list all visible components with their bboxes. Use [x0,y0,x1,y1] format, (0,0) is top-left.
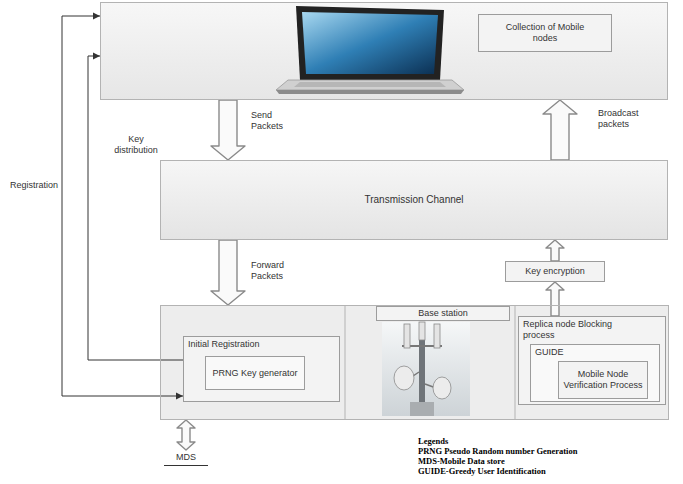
node-text: GUIDE [535,347,655,358]
edge-label: Broadcast packets [598,108,650,130]
node-text: Initial Registration [188,339,335,350]
label-holder: Forward Packets [251,260,297,282]
label-holder: Broadcast packets [598,108,650,130]
equipment-cabinet [410,402,434,416]
panel-divider [515,305,516,420]
connector [177,420,195,450]
connector [211,240,245,305]
node-text: Replica node Blocking process [523,319,633,341]
process-box: PRNG Key generator [205,356,305,390]
connector [543,100,577,160]
edge-label: Forward Packets [251,260,297,282]
process-box: Mobile Node Verification Process [558,361,648,399]
connector [211,100,245,160]
laptop-bezel [296,6,444,80]
laptop-base [276,80,464,90]
panel-fill [160,305,668,420]
legend-heading: Legends [418,436,448,446]
panel-fill [100,2,668,100]
block-arrow [211,240,245,305]
panel-divider [345,305,346,420]
base-station-photo [382,322,470,416]
label-holder: Registration [10,180,58,191]
block-arrow [543,100,577,160]
label-holder: Key distribution [108,134,164,156]
edge-label: Registration [10,180,58,191]
group-box: Initial RegistrationPRNG Key generator [183,336,340,402]
system-panel: Initial RegistrationPRNG Key generator Ba… [160,305,669,420]
laptop-keyboard [294,82,446,87]
mobile-panel: Collection of Mobile nodes [100,2,668,100]
channel-band: Transmission Channel [160,160,668,240]
node-text: Key encryption [525,266,585,277]
photo-sky [382,322,470,416]
edge-label: Send Packets [251,110,295,132]
process-box: Collection of Mobile nodes [478,14,612,52]
legend-note: MDS-Mobile Data store [418,456,505,466]
data-store: MDS [164,450,208,466]
label-holder: MDS-Mobile Data store [418,456,505,466]
node-text: Collection of Mobile nodes [498,22,593,44]
laptop-lip [276,90,464,94]
node-text: Transmission Channel [364,194,463,206]
connector [546,240,564,261]
arrow-head [93,53,100,60]
node-text: PRNG Key generator [212,368,297,379]
antenna-panel [404,324,410,348]
edge-label: Key distribution [108,134,164,156]
laptop-illustration [276,6,464,94]
block-arrow [546,282,564,316]
microwave-dish [394,366,414,390]
antenna-panel [419,322,425,340]
legend-note: PRNG Pseudo Random number Generation [418,446,577,456]
block-arrow [177,420,195,450]
arrow-head [176,393,183,400]
label-holder: PRNG Pseudo Random number Generation [418,446,577,456]
label-holder: Legends [418,436,448,446]
legend-note: GUIDE-Greedy User Identification [418,466,546,476]
label-holder: Send Packets [251,110,295,132]
connector [546,282,564,316]
process-box: Key encryption [505,261,605,282]
arrow-head [93,13,100,20]
caption-box: Base station [376,306,510,321]
node-text: Base station [418,308,468,319]
block-arrow [211,100,245,160]
node-text: Mobile Node Verification Process [563,369,643,391]
node-text: MDS [176,452,196,463]
group-box: GUIDE Mobile Node Verification Process [530,344,660,402]
laptop-screen [302,12,438,74]
antenna-panel [434,324,440,348]
group-box: Replica node Blocking processGUIDE Mobile… [518,316,666,405]
microwave-dish [433,377,451,399]
block-arrow [546,240,564,261]
label-holder: GUIDE-Greedy User Identification [418,466,546,476]
